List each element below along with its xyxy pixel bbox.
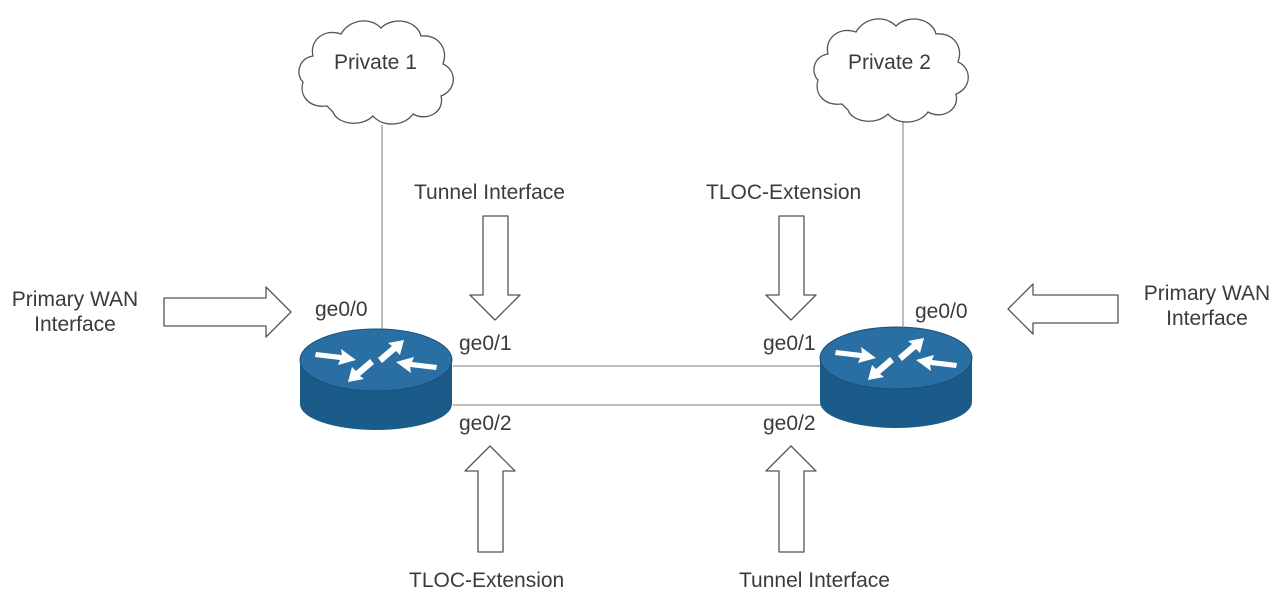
label-primary-wan-right: Primary WAN Interface [1138, 282, 1276, 332]
hollow-arrow-right-icon [163, 286, 292, 338]
interface-left-ge00: ge0/0 [315, 298, 368, 321]
interface-right-ge00: ge0/0 [915, 300, 968, 323]
hollow-arrow-left-icon [1007, 283, 1119, 335]
cloud-label-private-2: Private 2 [848, 51, 931, 74]
router-icon [299, 328, 453, 430]
interface-right-ge02: ge0/2 [763, 412, 816, 435]
cloud-icon [813, 18, 969, 123]
label-primary-wan-left-line2: Interface [34, 312, 116, 336]
label-tunnel-interface-top: Tunnel Interface [414, 181, 565, 204]
label-tloc-extension-bottom: TLOC-Extension [409, 569, 565, 592]
label-primary-wan-left: Primary WAN Interface [6, 288, 144, 338]
hollow-arrow-up-icon [765, 445, 817, 553]
hollow-arrow-down-icon [469, 215, 521, 321]
hollow-arrow-down-icon [765, 215, 817, 321]
cloud-label-private-1: Private 1 [334, 51, 417, 74]
interface-right-ge01: ge0/1 [763, 332, 816, 355]
interface-left-ge02: ge0/2 [459, 412, 512, 435]
label-primary-wan-left-line1: Primary WAN [11, 288, 139, 311]
router-icon [819, 326, 973, 428]
label-tunnel-interface-bottom: Tunnel Interface [739, 569, 890, 592]
hollow-arrow-up-icon [464, 445, 516, 553]
label-primary-wan-right-line2: Interface [1166, 306, 1248, 330]
label-primary-wan-right-line1: Primary WAN [1143, 282, 1271, 305]
interface-left-ge01: ge0/1 [459, 332, 512, 355]
cloud-icon [298, 20, 454, 125]
label-tloc-extension-top: TLOC-Extension [706, 181, 862, 204]
